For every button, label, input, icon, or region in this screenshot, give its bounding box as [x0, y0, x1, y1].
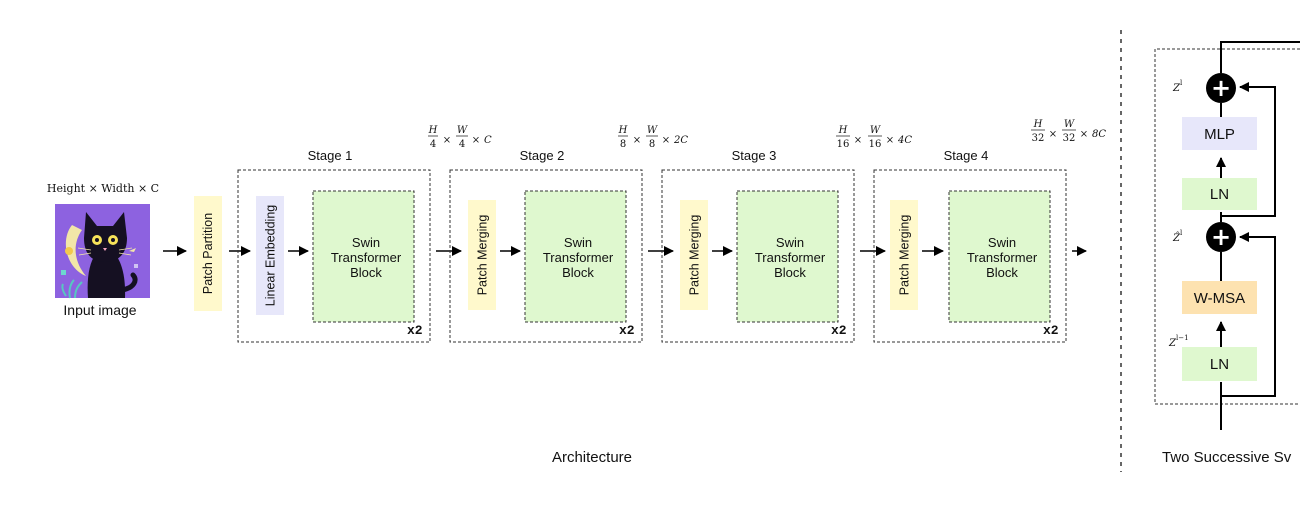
input-dims-label: Height × Width × C [47, 182, 159, 195]
svg-text:Transformer: Transformer [967, 250, 1038, 265]
svg-text:Patch Partition: Patch Partition [201, 213, 215, 294]
svg-text:+: + [1211, 223, 1231, 251]
svg-text:W: W [457, 125, 468, 136]
svg-text:Block: Block [774, 265, 806, 280]
svg-text:Transformer: Transformer [755, 250, 826, 265]
linear-embedding-block [256, 196, 284, 315]
svg-text:H: H [428, 125, 438, 136]
z-in-label: Z l−1 [1168, 334, 1189, 349]
patch-merging-label-2: Patch Merging [476, 215, 490, 296]
svg-text:Ẑ: Ẑ [1172, 232, 1181, 244]
svg-text:W: W [870, 125, 881, 136]
z-mid-label: Ẑ l [1172, 229, 1183, 244]
svg-text:×: × [1049, 129, 1057, 140]
svg-text:8: 8 [649, 139, 655, 150]
patch-merging-label-3: Patch Merging [688, 215, 702, 296]
svg-text:Swin: Swin [564, 235, 592, 250]
swin-block-4: Swin Transformer Block [948, 190, 1051, 323]
svg-text:8: 8 [620, 139, 626, 150]
wmsa-block [1182, 281, 1257, 314]
stage-2-title: Stage 2 [520, 148, 565, 163]
patch-partition-block: Patch Partition [194, 196, 222, 311]
svg-text:×: × [633, 135, 641, 146]
stage-3: Stage 3 Patch Merging Swin Transformer B… [661, 148, 855, 343]
architecture-caption: Architecture [552, 449, 632, 466]
mlp-block [1182, 117, 1257, 150]
svg-text:Block: Block [562, 265, 594, 280]
svg-text:W: W [1064, 119, 1075, 130]
svg-text:4: 4 [459, 139, 465, 150]
svg-text:×: × [854, 135, 862, 146]
svg-text:Block: Block [986, 265, 1018, 280]
mlp-label: MLP [1204, 126, 1235, 143]
svg-text:×: × [1080, 129, 1088, 140]
svg-text:Block: Block [350, 265, 382, 280]
svg-text:Z: Z [1172, 83, 1181, 94]
svg-text:Swin: Swin [352, 235, 380, 250]
dim-formula-stage-2: H 8 × W 8 × 2C [618, 125, 689, 150]
dim-formula-stage-3: H 16 × W 16 × 4C [836, 125, 912, 150]
svg-text:l−1: l−1 [1176, 334, 1189, 342]
stage-2-repeat: x2 [619, 323, 635, 338]
svg-text:Transformer: Transformer [543, 250, 614, 265]
svg-text:l: l [1180, 79, 1183, 87]
svg-text:Swin: Swin [988, 235, 1016, 250]
linear-embedding-label: Linear Embedding [264, 205, 278, 307]
svg-text:l: l [1180, 229, 1183, 237]
svg-text:H: H [618, 125, 628, 136]
svg-text:16: 16 [869, 139, 882, 150]
stage-4: Stage 4 Patch Merging Swin Transformer B… [873, 148, 1067, 343]
stage-3-title: Stage 3 [732, 148, 777, 163]
ln-bottom-label: LN [1210, 356, 1229, 373]
svg-text:H: H [838, 125, 848, 136]
swin-block-2: Swin Transformer Block [524, 190, 627, 323]
swin-block-1: Swin Transformer Block [312, 190, 415, 323]
z-out-label: Z l [1172, 79, 1183, 94]
patch-merging-block-4 [890, 200, 918, 310]
dim-formula-stage-1: H 4 × W 4 × C [428, 125, 492, 150]
svg-text:32: 32 [1063, 133, 1076, 144]
stage-3-repeat: x2 [831, 323, 847, 338]
stage-1-repeat: x2 [407, 323, 423, 338]
block-detail: + + MLP LN W-MSA LN Z l Ẑ l Z l−1 [1154, 41, 1300, 466]
ln-top-block [1182, 178, 1257, 210]
cat-illustration-icon [61, 212, 138, 299]
stage-4-title: Stage 4 [944, 148, 989, 163]
svg-text:16: 16 [837, 139, 850, 150]
input-image [55, 204, 150, 299]
svg-text:W: W [647, 125, 658, 136]
stage-2: Stage 2 Patch Merging Swin Transformer B… [449, 148, 643, 343]
svg-text:Swin: Swin [776, 235, 804, 250]
stage-1-title: Stage 1 [308, 148, 353, 163]
svg-text:×: × [662, 135, 670, 146]
svg-text:8C: 8C [1092, 129, 1106, 140]
residual-add-lower-icon: + [1206, 222, 1236, 252]
input-image-caption: Input image [63, 302, 136, 318]
svg-text:32: 32 [1032, 133, 1045, 144]
wmsa-label: W-MSA [1194, 290, 1245, 307]
stage-4-repeat: x2 [1043, 323, 1059, 338]
stage-1: Stage 1 Linear Embedding Swin Transforme… [237, 148, 431, 343]
dim-formula-stage-4: H 32 × W 32 × 8C [1031, 119, 1106, 144]
swin-block-3: Swin Transformer Block [736, 190, 839, 323]
svg-text:Z: Z [1168, 338, 1177, 349]
svg-text:H: H [1033, 119, 1043, 130]
svg-text:2C: 2C [673, 135, 688, 146]
patch-merging-block-2 [468, 200, 496, 310]
svg-text:4C: 4C [897, 135, 912, 146]
patch-merging-block-3 [680, 200, 708, 310]
block-detail-caption: Two Successive Sv [1162, 449, 1292, 466]
svg-text:4: 4 [430, 139, 436, 150]
residual-add-upper-icon: + [1206, 73, 1236, 103]
svg-text:Transformer: Transformer [331, 250, 402, 265]
svg-text:C: C [484, 135, 492, 146]
svg-text:×: × [443, 135, 451, 146]
svg-text:×: × [886, 135, 894, 146]
ln-bottom-block [1182, 347, 1257, 381]
svg-text:+: + [1211, 74, 1231, 102]
patch-merging-label-4: Patch Merging [898, 215, 912, 296]
ln-top-label: LN [1210, 186, 1229, 203]
svg-text:×: × [472, 135, 480, 146]
